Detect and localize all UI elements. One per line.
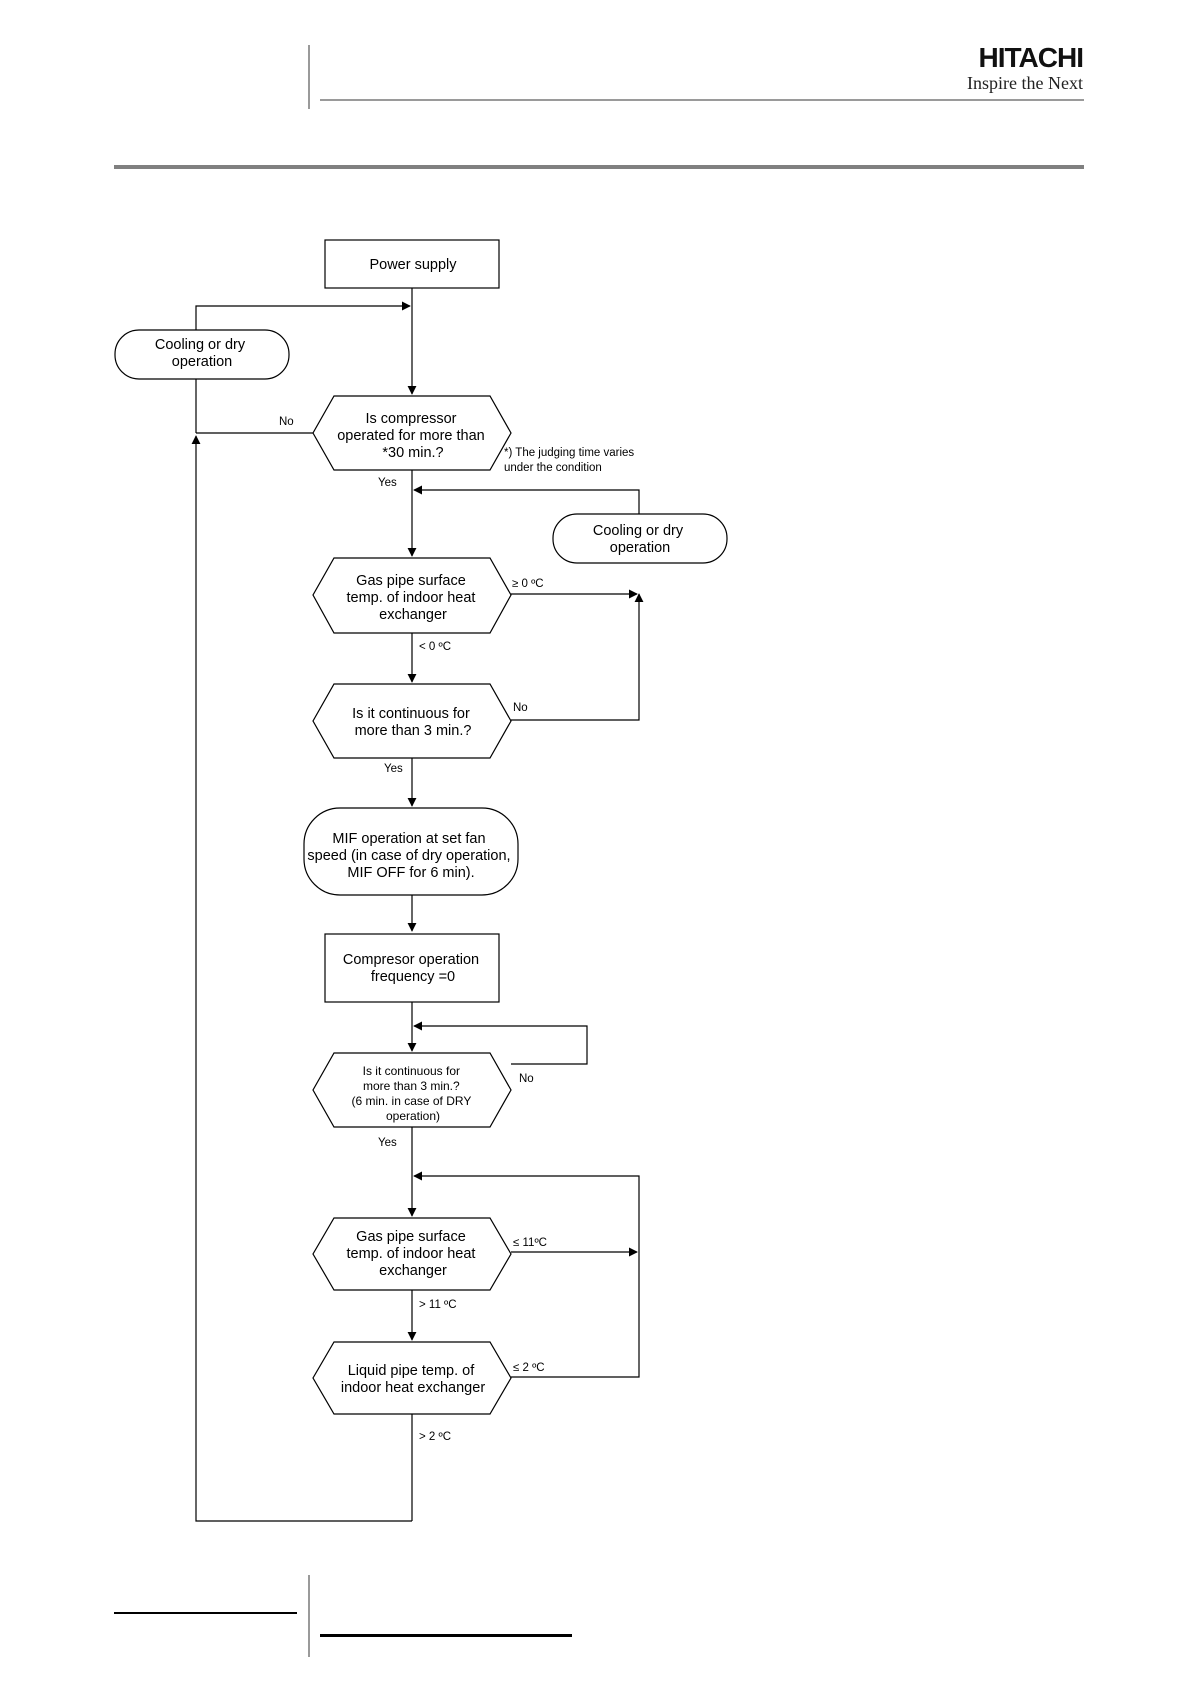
brand-logo: HITACHI Inspire the Next — [967, 42, 1084, 94]
node-decision-gas1 — [312, 557, 512, 634]
label-yes-cont1: Yes — [384, 763, 403, 775]
label-ge-0: ≥ 0 ºC — [512, 578, 544, 590]
text-decision-cont2: Is it continuous for more than 3 min.? (… — [352, 1064, 475, 1123]
label-lt-0: < 0 ºC — [419, 641, 451, 653]
brand-tagline: Inspire the Next — [967, 73, 1083, 93]
label-gt-11: > 11 ºC — [419, 1299, 457, 1311]
node-cooling-left — [114, 329, 290, 380]
header-rule — [114, 165, 1084, 169]
text-mif-operation: MIF operation at set fan speed (in case … — [307, 831, 514, 881]
node-mif-operation — [303, 807, 519, 896]
footer-divider-vertical — [308, 1575, 310, 1657]
label-no-compressor: No — [279, 416, 294, 428]
footer-rule-right — [320, 1634, 572, 1637]
label-yes-compressor: Yes — [378, 477, 397, 489]
node-decision-cont2 — [312, 1052, 512, 1128]
header-divider-horizontal — [320, 99, 1084, 101]
connector-lines — [191, 288, 644, 1522]
node-decision-gas2 — [312, 1217, 512, 1291]
node-cooling-right — [552, 513, 728, 564]
footer-rule-left — [114, 1612, 297, 1614]
node-power-supply — [324, 239, 500, 289]
text-decision-gas1: Gas pipe surface temp. of indoor heat ex… — [346, 573, 479, 623]
label-no-cont2: No — [519, 1073, 534, 1085]
label-le-11: ≤ 11ºC — [513, 1237, 547, 1249]
node-decision-liquid — [312, 1341, 512, 1415]
node-compressor-frequency — [324, 933, 500, 1003]
node-decision-cont1 — [312, 683, 512, 759]
node-decision-compressor — [312, 395, 512, 471]
text-decision-cont1: Is it continuous for more than 3 min.? — [352, 706, 474, 739]
text-decision-compressor: Is compressor operated for more than *30… — [337, 411, 489, 461]
text-cooling-right: Cooling or dry operation — [593, 523, 687, 556]
text-cooling-left: Cooling or dry operation — [155, 337, 249, 370]
text-judging-note: *) The judging time varies under the con… — [504, 447, 637, 474]
brand-name: HITACHI — [978, 42, 1084, 73]
text-compressor-frequency: Compresor operation frequency =0 — [343, 952, 483, 985]
header-divider-vertical — [308, 45, 310, 109]
label-gt-2: > 2 ºC — [419, 1431, 451, 1443]
text-power-supply: Power supply — [369, 257, 457, 273]
text-decision-gas2: Gas pipe surface temp. of indoor heat ex… — [346, 1229, 479, 1279]
label-le-2: ≤ 2 ºC — [513, 1362, 545, 1374]
text-decision-liquid: Liquid pipe temp. of indoor heat exchang… — [341, 1363, 485, 1396]
label-no-cont1: No — [513, 702, 528, 714]
label-yes-cont2: Yes — [378, 1137, 397, 1149]
